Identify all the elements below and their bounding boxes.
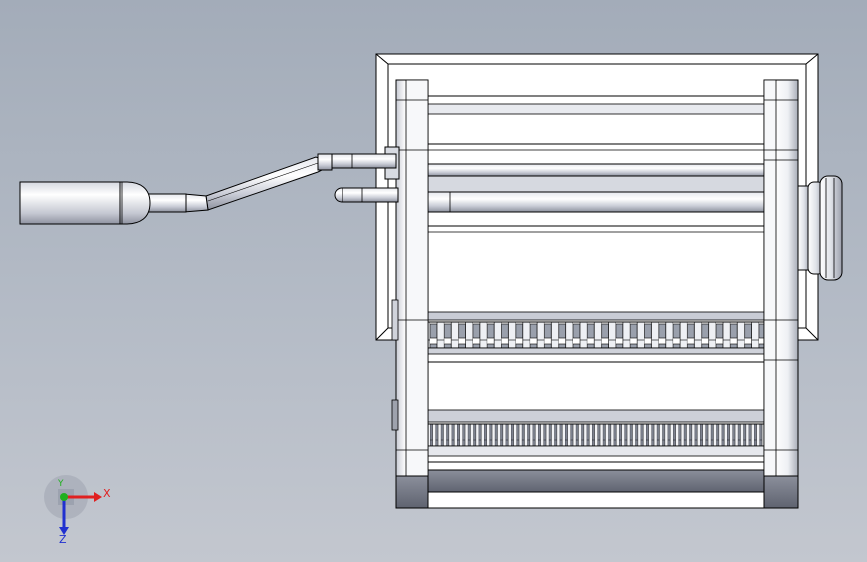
triad-y-label: Y [58,479,64,489]
crank-handle[interactable] [19,181,151,225]
crank-arm [145,153,333,213]
adjustment-knob [797,175,843,281]
triad-z-label: Z [59,533,67,546]
left-side-plate [391,79,429,509]
drive-shafts [329,146,400,203]
roller-bay [427,95,767,509]
triad-x-label: X [103,487,111,500]
triad-y-axis [60,493,68,501]
orientation-triad [44,475,102,535]
right-side-plate [763,79,799,509]
